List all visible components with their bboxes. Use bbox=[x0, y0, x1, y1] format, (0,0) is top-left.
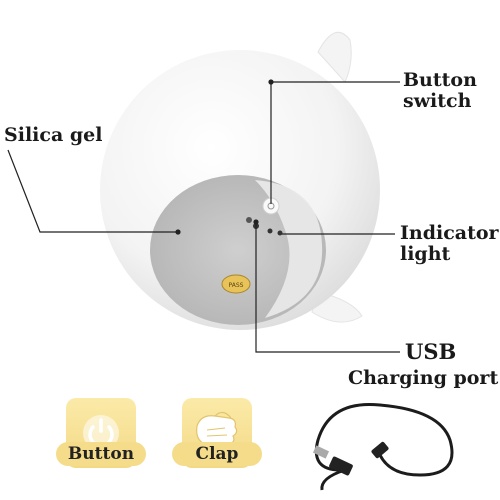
usb-plug-tip bbox=[312, 445, 330, 459]
lamp-ear-top bbox=[317, 31, 352, 83]
mode-caption-clap: Clap bbox=[172, 442, 262, 466]
leader-lines bbox=[7, 79, 400, 353]
label-charging-port: Charging port bbox=[348, 367, 499, 389]
label-indicator-line2: light bbox=[400, 242, 451, 265]
label-button-switch: Button switch bbox=[403, 70, 477, 112]
usb-port bbox=[246, 217, 252, 223]
label-button-switch-line2: switch bbox=[403, 89, 472, 112]
leader-silica-gel bbox=[7, 149, 178, 233]
micro-usb-plug bbox=[371, 441, 389, 459]
pass-badge bbox=[221, 274, 251, 294]
label-silica-gel: Silica gel bbox=[4, 124, 103, 146]
label-button-switch-line1: Button bbox=[403, 69, 477, 91]
label-indicator-line1: Indicator bbox=[400, 222, 499, 244]
pass-badge-text: PASS bbox=[229, 282, 244, 289]
indicator-dot bbox=[277, 230, 283, 236]
leader-usb bbox=[255, 222, 400, 353]
usb-plug bbox=[329, 456, 353, 476]
label-usb: USB bbox=[405, 339, 457, 364]
plate-panel bbox=[255, 180, 323, 318]
mode-caption-button: Button bbox=[56, 442, 146, 466]
clap-hand-icon bbox=[196, 411, 238, 445]
label-indicator-light: Indicator light bbox=[400, 223, 499, 265]
indicator-dot bbox=[267, 228, 273, 234]
